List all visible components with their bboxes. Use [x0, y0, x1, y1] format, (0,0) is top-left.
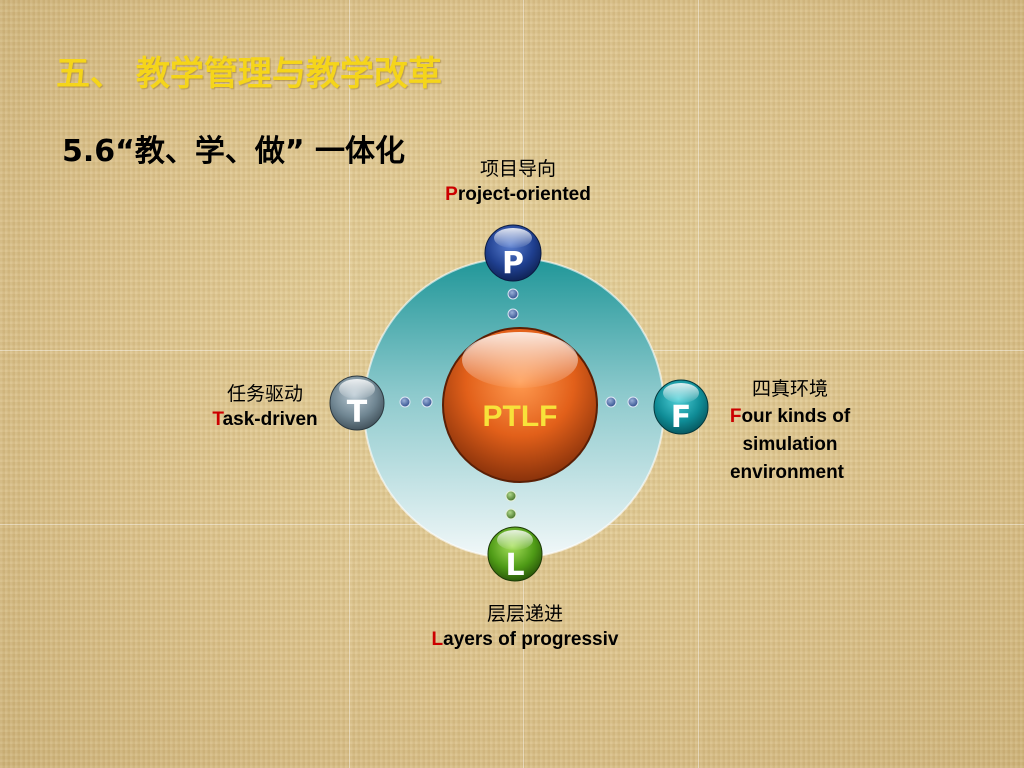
- label-en-rest: our kinds of: [741, 406, 851, 427]
- slide-title: 五、 教学管理与教学改革: [56, 54, 442, 94]
- node-t-letter: T: [347, 395, 368, 430]
- connector-dots-top: [507, 288, 519, 320]
- label-layers-of-progressiv: 层层递进 Layers of progressiv: [410, 601, 640, 653]
- label-en-rest: roject-oriented: [457, 184, 591, 205]
- connector-dots-right: [605, 396, 639, 408]
- center-label: PTLF: [483, 400, 558, 433]
- node-l: L: [487, 526, 543, 583]
- connector-dots-bottom: [505, 490, 517, 520]
- slide-subtitle: 5.6“教、学、做” 一体化: [62, 134, 406, 169]
- node-t: T: [329, 375, 385, 431]
- node-f-letter: F: [671, 400, 692, 435]
- label-cn: 层层递进: [486, 603, 563, 625]
- label-en-rest: ayers of progressiv: [443, 629, 619, 650]
- label-en-first-letter: P: [445, 184, 458, 205]
- label-task-driven: 任务驱动 Task-driven: [190, 381, 340, 433]
- label-four-kinds-environment: 四真环境 Four kinds of simulation environmen…: [710, 375, 870, 487]
- label-en-first-letter: F: [729, 406, 742, 427]
- label-project-oriented: 项目导向 Project-oriented: [418, 156, 618, 208]
- background-gridline: [698, 0, 699, 768]
- label-en-first-letter: L: [431, 629, 444, 650]
- node-p-letter: P: [502, 246, 524, 281]
- label-cn: 四真环境: [751, 378, 828, 400]
- label-cn: 项目导向: [479, 158, 556, 180]
- node-l-letter: L: [505, 548, 524, 583]
- label-en-line2: simulation: [742, 434, 838, 455]
- connector-dots-left: [399, 396, 433, 408]
- label-en-line3: environment: [729, 462, 845, 483]
- label-en: Task-driven: [190, 407, 340, 433]
- label-en-rest: ask-driven: [222, 409, 318, 430]
- label-en-first-letter: T: [212, 409, 223, 430]
- label-en: Project-oriented: [418, 182, 618, 208]
- label-cn: 任务驱动: [226, 383, 303, 405]
- label-en: Layers of progressiv: [410, 627, 640, 653]
- label-en: Four kinds of: [710, 403, 870, 431]
- center-sphere: PTLF: [442, 327, 598, 483]
- node-p: P: [484, 224, 542, 282]
- node-f: F: [653, 379, 709, 435]
